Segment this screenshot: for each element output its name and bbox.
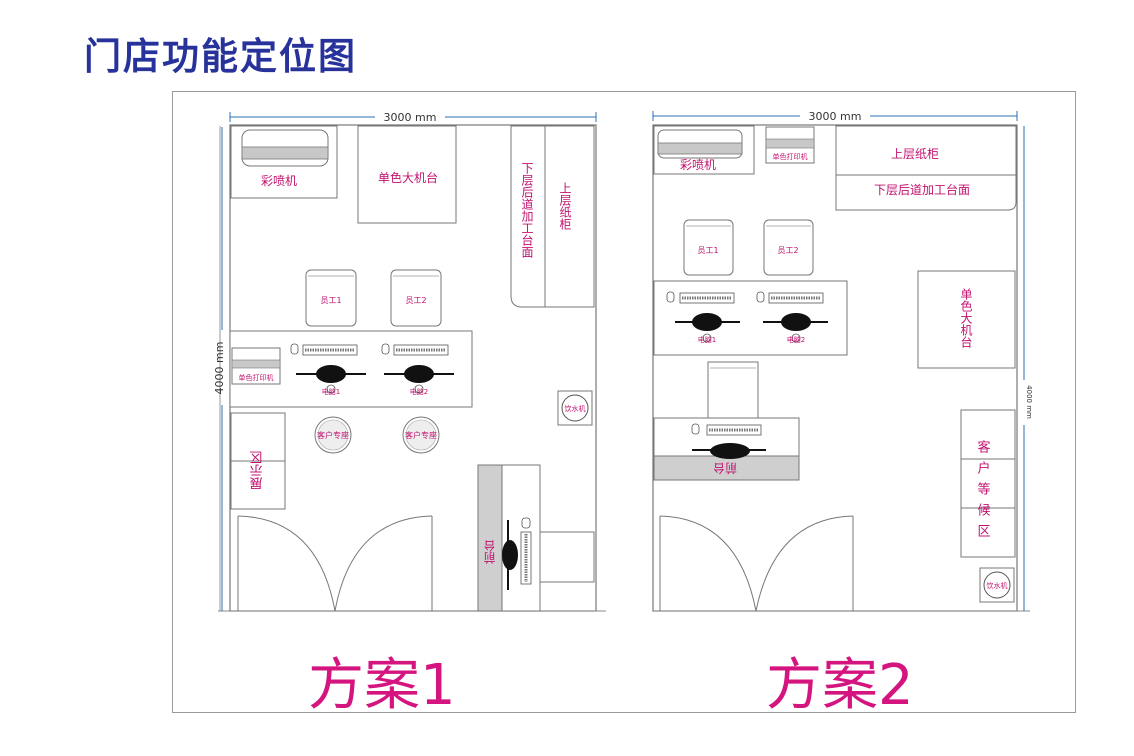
plan2-staff1-label: 员工1 — [697, 246, 718, 255]
plan1-guest-seat-1: 客户专座 — [314, 416, 352, 454]
plan1-staff1-label: 员工1 — [320, 296, 341, 305]
plan1-water-label: 饮水机 — [565, 404, 586, 413]
plan2-height-dimension: 4000 mm — [1023, 126, 1033, 611]
plan1-guest-seat2-label: 客户专座 — [405, 430, 437, 440]
plan2-work-desk: 电脑1 电脑2 — [653, 280, 848, 356]
plan1-back-counter: 下层后道加工台面 上层纸柜 — [510, 125, 595, 308]
plan2-height-label: 4000 mm — [1025, 385, 1033, 419]
plan1-upper-cabinet-label: 上层纸柜 — [558, 182, 572, 230]
plan2-waiting-area: 客户等候区 — [960, 409, 1016, 558]
plan1-lower-counter-label: 下层后道加工台面 — [520, 162, 534, 258]
plan1-height-dimension: 4000 mm — [213, 127, 226, 611]
plan2-pc1-label: 电脑1 — [698, 335, 716, 344]
plan2-staff-chair-2: 员工2 — [763, 219, 814, 276]
plan2-width-dimension: 3000 mm — [652, 110, 1018, 123]
plan2-width-label: 3000 mm — [809, 110, 862, 123]
plan2-reception: 前台 — [653, 361, 800, 481]
plan2-waiting-area-label: 客户等候区 — [975, 439, 991, 545]
scheme-2-label: 方案2 — [766, 653, 914, 718]
page-title: 门店功能定位图 — [84, 35, 357, 78]
plan1-mono-plotter: 单色大机台 — [357, 125, 457, 224]
plan2-staff-chair-1: 员工1 — [683, 219, 734, 276]
plan1-display-area: 展示区 — [230, 412, 286, 510]
plan1-staff-chair-1: 员工1 — [305, 269, 357, 327]
plan1-pc1-label: 电脑1 — [322, 387, 340, 396]
floor-plan-2: 3000 mm 4000 mm 彩喷机 单色打印机 上层纸柜 下层后道加工台面 — [652, 110, 1033, 612]
plan2-mono-printer: 单色打印机 — [765, 126, 815, 164]
plan2-water-dispenser: 饮水机 — [979, 567, 1015, 603]
plan1-staff2-label: 员工2 — [405, 296, 426, 305]
plan1-mono-plotter-label: 单色大机台 — [378, 170, 438, 185]
plan2-lower-counter-label: 下层后道加工台面 — [874, 182, 970, 197]
plan1-width-label: 3000 mm — [384, 111, 437, 124]
plan2-color-printer-label: 彩喷机 — [680, 158, 716, 172]
plan2-staff2-label: 员工2 — [777, 246, 798, 255]
plan1-display-area-label: 展示区 — [250, 451, 266, 490]
plan2-mono-plotter: 单色大机台 — [917, 270, 1016, 369]
floor-plan-1: 3000 mm 4000 mm 彩喷机 单色大机台 下层后道加工台面 上层纸柜 — [213, 111, 606, 612]
plan1-work-desk: 单色打印机 电脑1 电脑2 — [229, 330, 473, 408]
plan1-guest-seat1-label: 客户专座 — [317, 430, 349, 440]
scheme-1-label: 方案1 — [308, 653, 456, 718]
plan2-pc2-label: 电脑2 — [787, 335, 805, 344]
plan1-water-dispenser: 饮水机 — [557, 390, 593, 426]
plan1-reception: 前台 — [477, 464, 595, 612]
plan2-water-label: 饮水机 — [987, 581, 1008, 590]
plan2-color-printer: 彩喷机 — [653, 125, 755, 175]
plan2-upper-cabinet-label: 上层纸柜 — [891, 147, 939, 161]
plan1-color-printer-label: 彩喷机 — [261, 174, 297, 188]
plan2-reception-label: 前台 — [713, 461, 737, 476]
plan1-reception-label: 前台 — [483, 540, 497, 565]
plan2-mono-printer-label: 单色打印机 — [773, 152, 808, 161]
plan1-color-printer: 彩喷机 — [230, 125, 338, 199]
plan1-width-dimension: 3000 mm — [229, 111, 597, 124]
plan1-guest-seat-2: 客户专座 — [402, 416, 440, 454]
plan2-mono-plotter-label: 单色大机台 — [959, 288, 973, 348]
plan1-double-door — [237, 515, 433, 612]
plan1-pc2-label: 电脑2 — [410, 387, 428, 396]
plan1-height-label: 4000 mm — [213, 342, 226, 395]
plan2-double-door — [659, 515, 854, 612]
plan1-mono-printer-label: 单色打印机 — [239, 373, 274, 382]
plan2-back-counter: 上层纸柜 下层后道加工台面 — [835, 125, 1017, 211]
plan1-staff-chair-2: 员工2 — [390, 269, 442, 327]
